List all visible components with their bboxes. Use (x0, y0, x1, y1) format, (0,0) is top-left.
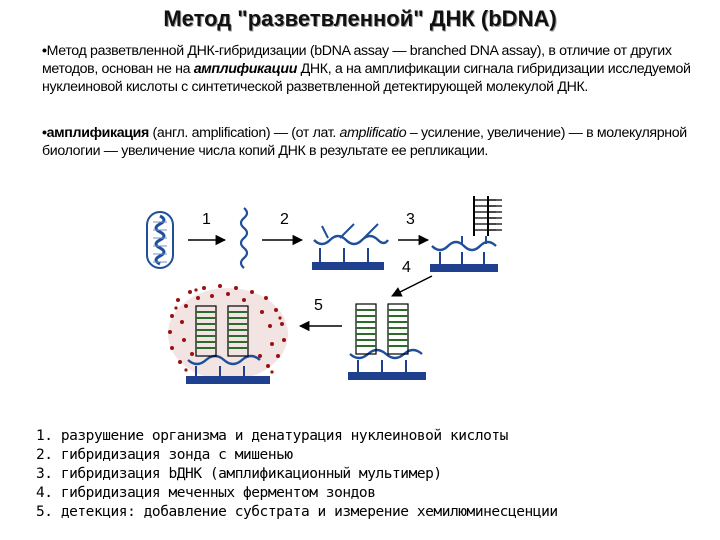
paragraph-bdna-method: •Метод разветвленной ДНК-гибридизации (b… (42, 42, 692, 96)
step-label-1: 1 (202, 211, 211, 228)
bullet: • (42, 43, 47, 59)
organism-capsule (146, 211, 174, 269)
step-label-5: 5 (314, 297, 323, 314)
step-item-2: 2. гибридизация зонда с мишенью (36, 447, 293, 463)
step-label-3: 3 (406, 211, 415, 228)
paragraph-text: (англ. amplification) — (от лат. (148, 125, 340, 141)
step-item-4: 4. гибридизация меченных ферментом зондо… (36, 485, 376, 501)
step-label-2: 2 (280, 211, 289, 228)
arrow-step-4 (391, 275, 433, 297)
detection-complex (168, 284, 288, 384)
steps-list: 1. разрушение организма и денатурация ну… (36, 427, 696, 522)
labeled-probe-complex (348, 303, 426, 380)
paragraph-text: Метод разветвленной ДНК-гибридизации (bD… (42, 43, 672, 77)
paragraph-amplification-definition: •амплификация (англ. amplification) — (о… (42, 124, 692, 160)
step-item-3: 3. гибридизация bДНК (амплификационный м… (36, 466, 442, 482)
bdna-multimer (430, 196, 502, 272)
page-title: Метод "разветвленной" ДНК (bDNA) (163, 6, 557, 31)
term-amplification: амплификация (46, 125, 150, 141)
step-item-1: 1. разрушение организма и денатурация ну… (36, 428, 508, 444)
step-label-4: 4 (402, 259, 411, 276)
probe-target-hybrid (312, 223, 389, 270)
bdna-process-diagram: 1 2 3 4 5 (146, 196, 502, 384)
latin-term: amplificatio (339, 125, 407, 141)
emphasis-amplification: амплификации (193, 61, 298, 77)
paragraph-text: – усиление, увеличение) — в молекулярной… (42, 125, 687, 159)
bullet: • (42, 125, 47, 141)
denatured-strand (239, 207, 249, 269)
step-item-5: 5. детекция: добавление субстрата и изме… (36, 504, 558, 520)
paragraph-text: ДНК, а на амплификации сигнала гибридиза… (42, 61, 691, 95)
